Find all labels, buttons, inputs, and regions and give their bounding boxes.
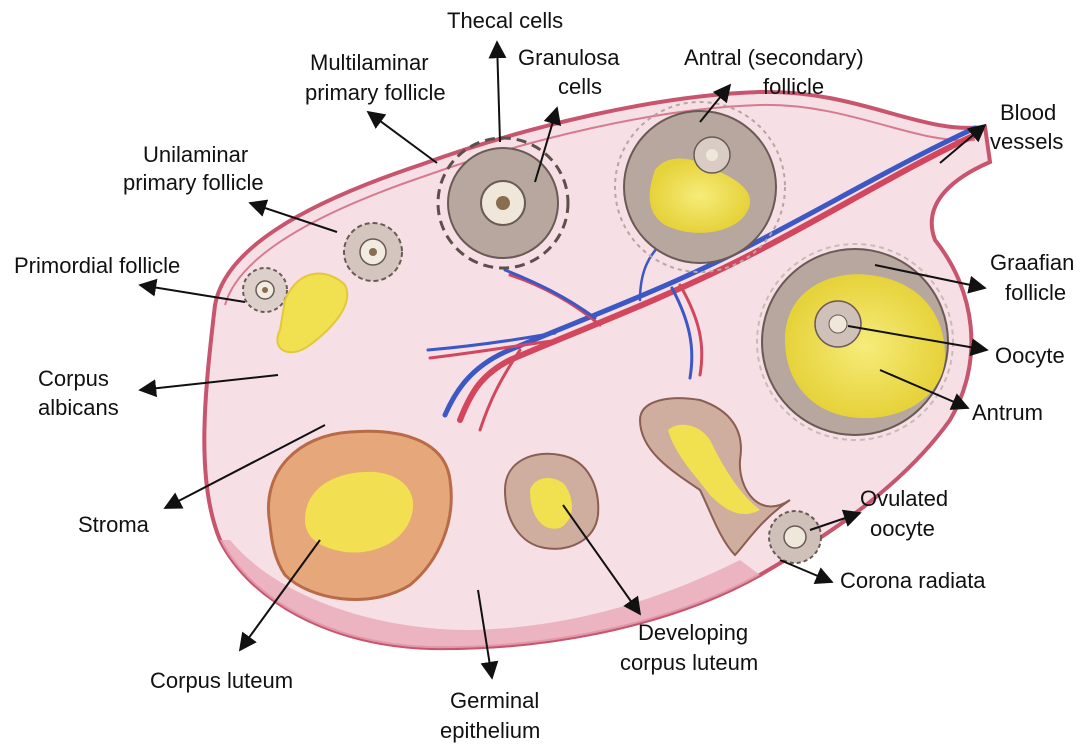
label-antral-2: follicle xyxy=(763,74,824,99)
label-graafian: Graafian xyxy=(990,250,1074,275)
label-stroma: Stroma xyxy=(78,512,150,537)
unilaminar-follicle xyxy=(344,223,402,281)
ovulated-oocyte xyxy=(769,511,821,563)
label-germinal-2: epithelium xyxy=(440,718,540,743)
label-multilaminar-2: primary follicle xyxy=(305,80,446,105)
label-granulosa-2: cells xyxy=(558,74,602,99)
label-antrum: Antrum xyxy=(972,400,1043,425)
label-oocyte: Oocyte xyxy=(995,343,1065,368)
label-ovulated-2: oocyte xyxy=(870,516,935,541)
label-developing: Developing xyxy=(638,620,748,645)
label-graafian-2: follicle xyxy=(1005,280,1066,305)
label-multilaminar: Multilaminar xyxy=(310,50,429,75)
primordial-follicle xyxy=(243,268,287,312)
label-unilaminar: Unilaminar xyxy=(143,142,248,167)
label-ovulated: Ovulated xyxy=(860,486,948,511)
label-blood-2: vessels xyxy=(990,129,1063,154)
label-germinal: Germinal xyxy=(450,688,539,713)
label-corona-radiata: Corona radiata xyxy=(840,568,986,593)
label-corpus-luteum: Corpus luteum xyxy=(150,668,293,693)
label-corpus-albicans: Corpus xyxy=(38,366,109,391)
label-blood: Blood xyxy=(1000,100,1056,125)
label-unilaminar-2: primary follicle xyxy=(123,170,264,195)
label-corpus-albicans-2: albicans xyxy=(38,395,119,420)
label-granulosa: Granulosa xyxy=(518,45,620,70)
label-primordial: Primordial follicle xyxy=(14,253,180,278)
label-developing-2: corpus luteum xyxy=(620,650,758,675)
label-antral: Antral (secondary) xyxy=(684,45,864,70)
label-thecal-cells: Thecal cells xyxy=(447,8,563,33)
